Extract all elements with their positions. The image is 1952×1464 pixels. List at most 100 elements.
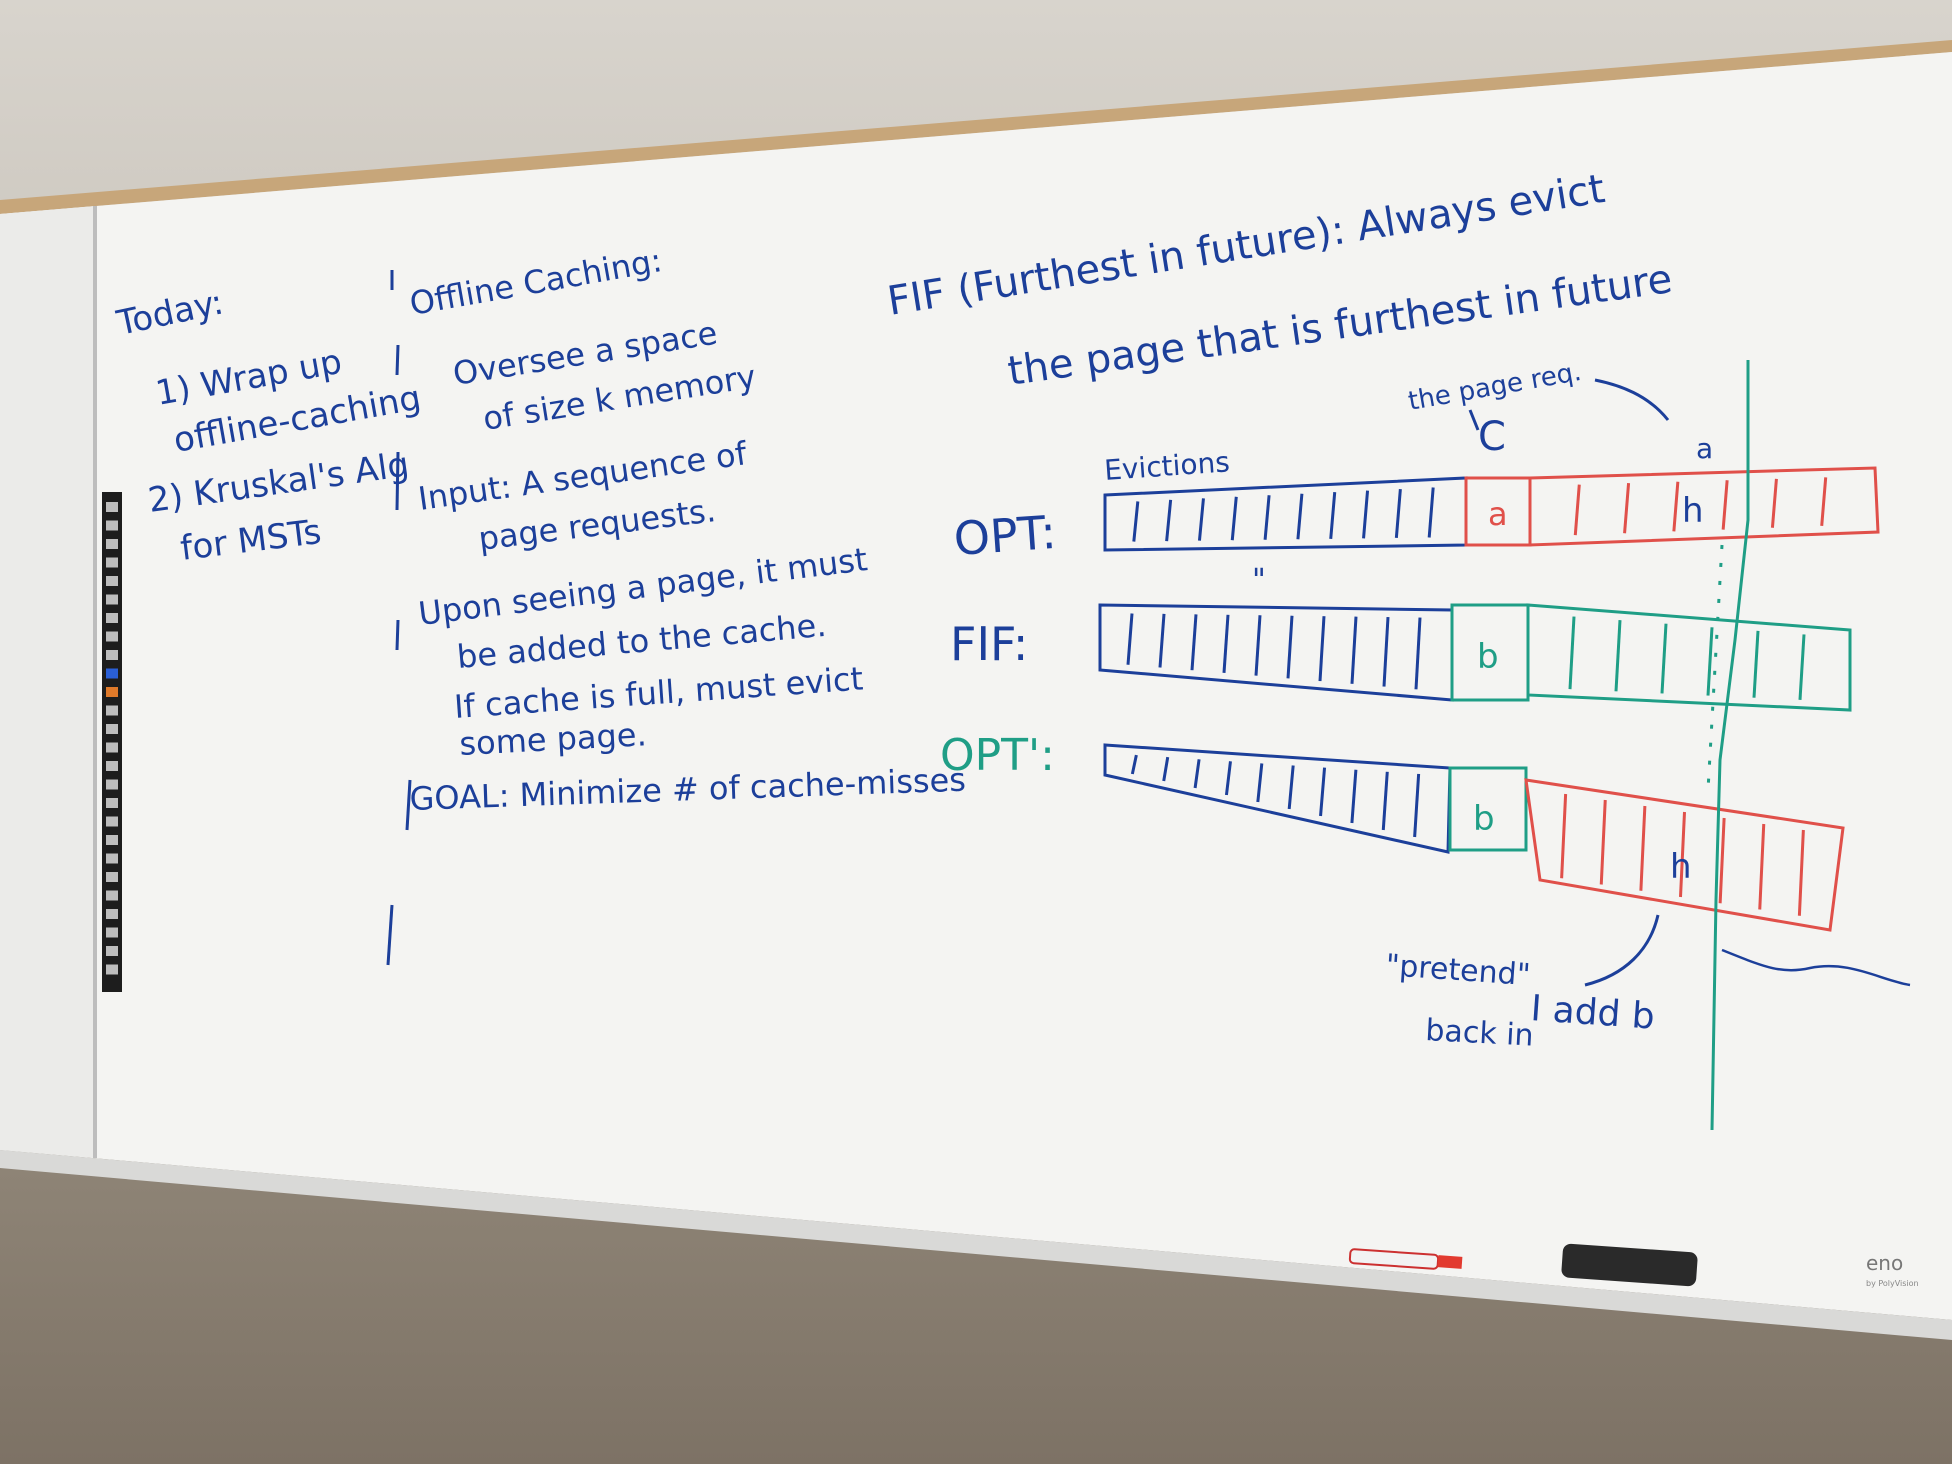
- row-label-opt: OPT:: [952, 505, 1058, 566]
- fif-evicted-slot-divider: [1382, 617, 1390, 687]
- fif-evicted-slot-divider: [1158, 613, 1166, 668]
- opt-prime-evicted-slot-divider: [1319, 767, 1327, 817]
- opt-prime-evicted-slot-divider: [1193, 759, 1201, 789]
- fif-evicted-slot-divider: [1318, 616, 1326, 682]
- fif-row-future: [1526, 603, 1852, 712]
- fif-future-slot-divider: [1614, 620, 1622, 692]
- opt-prime-row-future: [1524, 778, 1845, 932]
- toolbar-button-icon: [106, 576, 118, 586]
- opt-prime-future-slot-divider: [1679, 811, 1686, 898]
- opt-prime-evicted-slot-divider: [1350, 769, 1358, 824]
- opt-prime-row: b h: [1103, 743, 1845, 932]
- opt-future-slot-divider: [1721, 480, 1729, 530]
- top-rail: [0, 40, 1952, 214]
- marker-tray: [0, 1150, 1952, 1340]
- toolbar-button-icon: [106, 539, 118, 549]
- fif-future-slot-divider: [1752, 630, 1760, 698]
- toolbar-button-icon: [106, 835, 118, 845]
- opt-prime-cell-request: [1448, 766, 1528, 852]
- opt-prime-evicted-slot-divider: [1224, 761, 1232, 796]
- toolbar-button-icon: [106, 742, 118, 753]
- marker-cap: [1437, 1255, 1463, 1269]
- opt-cell-h: h: [1682, 491, 1704, 531]
- opt-prime-evicted-slot-divider: [1287, 765, 1295, 810]
- fif-evicted-slot-divider: [1414, 617, 1422, 690]
- opt-future-slot-divider: [1770, 478, 1778, 528]
- back-in-label: back in: [1425, 1013, 1535, 1054]
- opt-prime-evicted-slot-divider: [1130, 754, 1138, 775]
- toolbar-button-icon: [106, 687, 118, 697]
- toolbar-button-icon: [106, 650, 118, 660]
- board-left-panel: [0, 206, 95, 1158]
- marker: [1348, 1248, 1440, 1270]
- divider-line: [386, 270, 412, 966]
- toolbar-button-icon: [106, 927, 118, 938]
- toolbar-button-icon: [106, 520, 118, 531]
- toolbar-icons: [106, 502, 118, 975]
- fif-evicted-slot-divider: [1190, 614, 1198, 671]
- page-req-arrow: [1594, 378, 1670, 421]
- opt-evicted-slot-divider: [1230, 496, 1238, 541]
- toolbar-button-icon: [106, 964, 118, 975]
- row-label-opt-prime: OPT':: [940, 730, 1055, 781]
- opt-prime-evicted-slot-divider: [1413, 773, 1421, 838]
- brand-logo: eno: [1866, 1251, 1903, 1275]
- opt-evicted-slot-divider: [1132, 501, 1140, 542]
- opt-evicted-slot-divider: [1165, 499, 1173, 542]
- squiggle-line: [1721, 948, 1911, 987]
- toolbar-button-icon: [106, 909, 118, 919]
- toolbar-button-icon: [106, 779, 118, 790]
- toolbar-button-icon: [106, 890, 118, 901]
- opt-prime-evicted-slot-divider: [1162, 756, 1170, 782]
- fif-future-slot-divider: [1568, 616, 1576, 690]
- ditto-mark: ": [1252, 563, 1266, 598]
- fif-cell-b: b: [1477, 637, 1499, 677]
- fif-row: b: [1098, 603, 1852, 712]
- top-letter: a: [1696, 432, 1713, 465]
- toolbar-button-icon: [106, 872, 118, 882]
- fif-future-slot-divider: [1660, 623, 1668, 694]
- opt-prime-future-slot-divider: [1718, 817, 1726, 904]
- opt-prime-evicted-slot-divider: [1256, 763, 1264, 803]
- opt-prime-row-evicted: [1103, 743, 1452, 854]
- toolbar-button-icon: [106, 761, 118, 771]
- eraser: [1561, 1243, 1698, 1287]
- fif-future-slot-divider: [1706, 627, 1714, 696]
- i-add-b-label: I add b: [1529, 988, 1656, 1038]
- toolbar-button-icon: [106, 724, 118, 734]
- toolbar-button-icon: [106, 613, 118, 623]
- fif-future-slot-divider: [1798, 634, 1806, 700]
- toolbar-button-icon: [106, 502, 118, 512]
- req-letter: C: [1478, 414, 1506, 460]
- fif-evicted-slot-divider: [1254, 615, 1262, 676]
- opt-prime-cell-b: b: [1473, 799, 1495, 839]
- pretend-note: "pretend" back in I add b: [1384, 948, 1656, 1054]
- opt-prime-cell-h: h: [1670, 847, 1692, 887]
- opt-future-slot-divider: [1573, 484, 1581, 536]
- brand-subtitle: by PolyVision: [1866, 1279, 1919, 1288]
- opt-future-slot-divider: [1820, 477, 1828, 526]
- board-surface: [0, 52, 1952, 1320]
- opt-prime-future-slot-divider: [1797, 829, 1805, 916]
- opt-evicted-slot-divider: [1329, 492, 1337, 539]
- opt-cell-a: a: [1488, 495, 1508, 533]
- opt-prime-future-slot-divider: [1599, 799, 1607, 885]
- toolbar-button-icon: [106, 631, 118, 642]
- opt-evicted-slot-divider: [1394, 488, 1402, 539]
- opt-prime-future-slot-divider: [1758, 823, 1766, 910]
- opt-evicted-slot-divider: [1263, 495, 1271, 540]
- toolbar-button-icon: [106, 594, 118, 605]
- toolbar-button-icon: [106, 816, 118, 827]
- fif-evicted-slot-divider: [1222, 614, 1230, 674]
- timeline-line: [1710, 360, 1750, 1131]
- opt-evicted-slot-divider: [1427, 487, 1435, 538]
- pretend-arrow: [1584, 914, 1660, 987]
- row-label-fif: FIF:: [950, 617, 1028, 671]
- req-arrow: [1468, 409, 1480, 431]
- opt-future-slot-divider: [1672, 481, 1680, 532]
- opt-future-slot-divider: [1623, 483, 1631, 534]
- toolbar-button-icon: [106, 668, 118, 679]
- fif-evicted-slot-divider: [1286, 615, 1294, 679]
- opt-row: a h: [1103, 466, 1880, 552]
